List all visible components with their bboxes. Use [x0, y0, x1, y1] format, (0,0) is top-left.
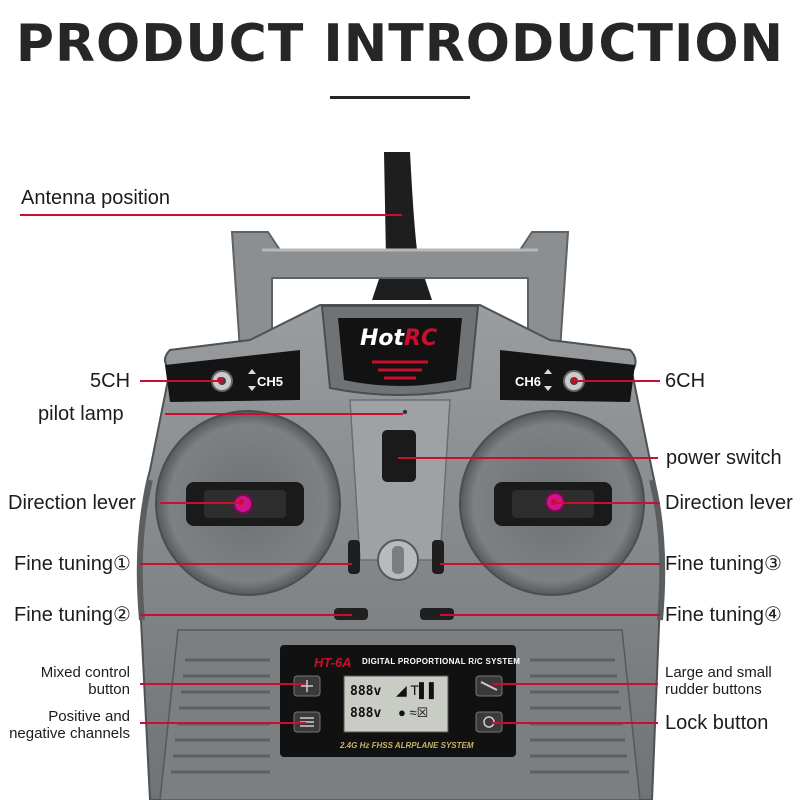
direction-left-leader [160, 502, 240, 504]
pilot-lamp-led [402, 409, 408, 415]
front-panel [280, 645, 516, 757]
trim-button-3[interactable] [432, 540, 444, 574]
label-fine-tuning-4: Fine tuning④ [665, 604, 782, 626]
trim-button-1[interactable] [348, 540, 360, 574]
title-underline [330, 96, 470, 99]
label-rudder-buttons: Large and small rudder buttons [665, 664, 772, 698]
lcd-voltage-2: 888v [350, 706, 382, 721]
direction-right-leader-dot [551, 499, 557, 505]
power-switch-slot [382, 430, 416, 482]
logo-plate [320, 305, 480, 396]
model-label: HT-6A [314, 655, 352, 670]
ch6-leader [576, 380, 660, 382]
page-title: PRODUCT INTRODUCTION [15, 14, 785, 74]
label-posneg-line1: Positive and [48, 708, 130, 725]
direction-right-leader [556, 502, 660, 504]
lcd-lock-icon: ● ≈☒ [398, 705, 429, 720]
label-rudder-line2: rudder buttons [665, 681, 762, 698]
label-fine-tuning-2: Fine tuning② [14, 604, 131, 626]
rudder-leader [492, 683, 658, 685]
direction-left-leader-dot [238, 499, 244, 505]
ch6-leader-dot [571, 377, 577, 383]
header-print: DIGITAL PROPORTIONAL R/C SYSTEM [362, 657, 521, 666]
left-gimbal [155, 410, 341, 596]
label-5ch: 5CH [90, 370, 131, 392]
label-fine-tuning-3: Fine tuning③ [665, 553, 782, 575]
label-antenna: Antenna position [21, 187, 171, 209]
label-direction-right: Direction lever [665, 492, 793, 514]
fine1-leader [140, 563, 352, 565]
brand-logo-hot: Hot [360, 326, 405, 351]
footer-print: 2.4G Hz FHSS ALRPLANE SYSTEM [340, 741, 474, 750]
mixed-leader [140, 683, 306, 685]
label-direction-left: Direction lever [8, 492, 136, 514]
label-positive-negative: Positive and negative channels [0, 708, 130, 742]
label-power-switch: power switch [666, 447, 782, 469]
brand-logo-rc: RC [404, 326, 438, 351]
lcd-screen [343, 675, 449, 733]
label-mixed-line2: button [88, 681, 130, 698]
fine3-leader [440, 563, 660, 565]
power-switch-leader [398, 457, 658, 459]
label-mixed-control: Mixed control button [10, 664, 130, 698]
ch5-panel [165, 350, 300, 402]
fine4-leader [440, 614, 660, 616]
pilot-lamp-leader [165, 413, 403, 415]
ch5-leader [140, 380, 220, 382]
lcd-voltage-1: 888v [350, 684, 382, 699]
trim-button-4[interactable] [420, 608, 454, 620]
label-fine-tuning-1: Fine tuning① [14, 553, 131, 575]
center-column [349, 399, 451, 561]
antenna-leader [20, 214, 402, 216]
label-lock-button: Lock button [665, 712, 769, 734]
label-mixed-line1: Mixed control [40, 664, 130, 681]
posneg-leader [140, 722, 306, 724]
ch5-switch-label: CH5 [257, 374, 284, 389]
ch5-leader-dot [217, 377, 223, 383]
fine2-leader [140, 614, 352, 616]
label-pilot-lamp: pilot lamp [38, 403, 124, 425]
label-rudder-line1: Large and small [665, 664, 772, 681]
lcd-signal-icon: ◢ T▌▌ [396, 682, 439, 698]
label-6ch: 6CH [665, 370, 706, 392]
ch6-switch-label: CH6 [515, 374, 542, 389]
label-posneg-line2: negative channels [9, 725, 130, 742]
brand-logo: HotRC [360, 326, 437, 351]
lock-leader [492, 722, 658, 724]
